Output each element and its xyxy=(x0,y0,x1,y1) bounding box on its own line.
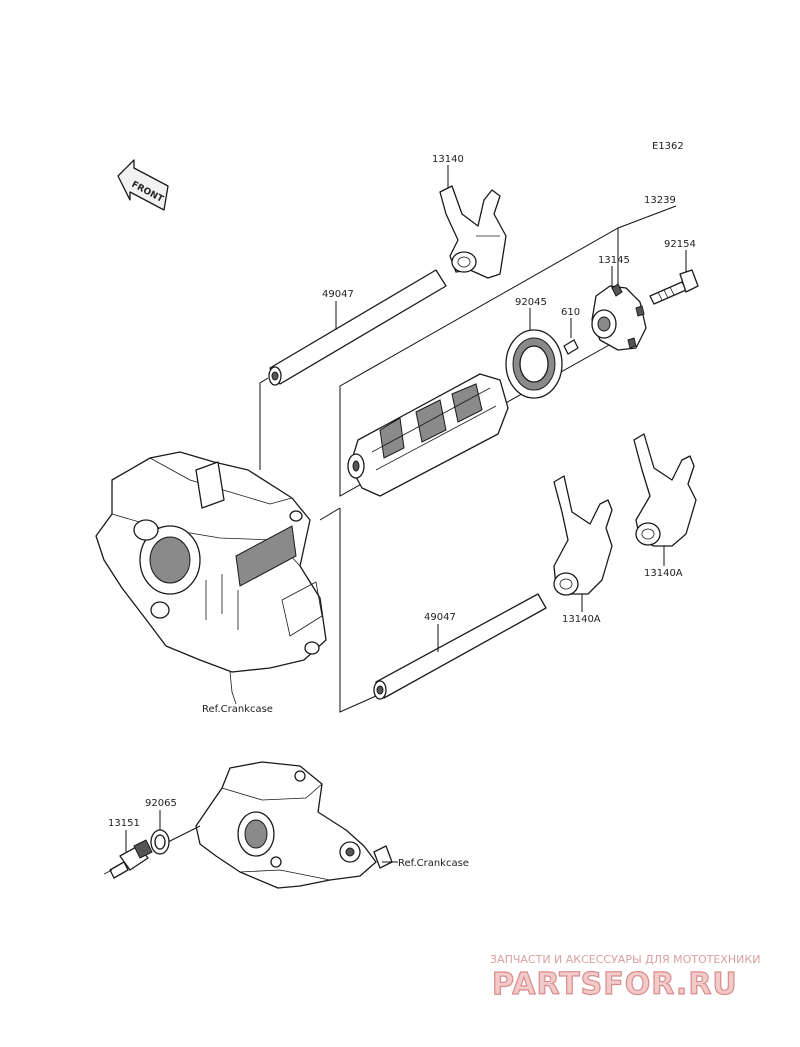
label-13140A-right: 13140A xyxy=(644,568,683,579)
label-13140: 13140 xyxy=(432,154,464,165)
ref-crankcase-lower: Ref.Crankcase xyxy=(398,858,469,869)
crankcase-lower xyxy=(195,761,393,889)
watermark-tagline: ЗАПЧАСТИ И АКСЕССУАРЫ ДЛЯ МОТОТЕХНИКИ xyxy=(490,953,760,966)
label-13239: 13239 xyxy=(644,195,676,206)
label-49047-top: 49047 xyxy=(322,289,354,300)
diagram-id: E1362 xyxy=(652,141,684,152)
shift-fork-13140 xyxy=(439,185,507,279)
crankcase-upper xyxy=(95,451,327,705)
watermark-brand: PARTSFOR.RU xyxy=(492,967,738,1002)
shift-rod-49047-top xyxy=(268,269,447,386)
washer-92065 xyxy=(150,829,170,855)
label-92154: 92154 xyxy=(664,239,696,250)
label-610: 610 xyxy=(561,307,580,318)
switch-13151 xyxy=(103,839,153,879)
label-49047-bottom: 49047 xyxy=(424,612,456,623)
shift-drum-cam-13145 xyxy=(591,283,647,351)
leader-rod-bottom xyxy=(339,508,377,713)
shift-fork-13140A-middle xyxy=(553,475,613,596)
label-92065: 92065 xyxy=(145,798,177,809)
leader-rod-top xyxy=(259,377,269,470)
label-13145: 13145 xyxy=(598,255,630,266)
shift-rod-49047-bottom xyxy=(373,593,547,700)
pin-610 xyxy=(563,339,579,355)
front-arrow-icon: FRONT xyxy=(117,159,169,211)
ref-crankcase-upper: Ref.Crankcase xyxy=(202,704,273,715)
shift-fork-13140A-right xyxy=(633,433,697,547)
label-13151: 13151 xyxy=(108,818,140,829)
shift-drum xyxy=(347,373,509,497)
label-92045: 92045 xyxy=(515,297,547,308)
bolt-92154 xyxy=(649,269,699,305)
label-13140A-middle: 13140A xyxy=(562,614,601,625)
bearing-92045 xyxy=(505,329,563,399)
watermark: ЗАПЧАСТИ И АКСЕССУАРЫ ДЛЯ МОТОТЕХНИКИ PA… xyxy=(490,953,760,1003)
